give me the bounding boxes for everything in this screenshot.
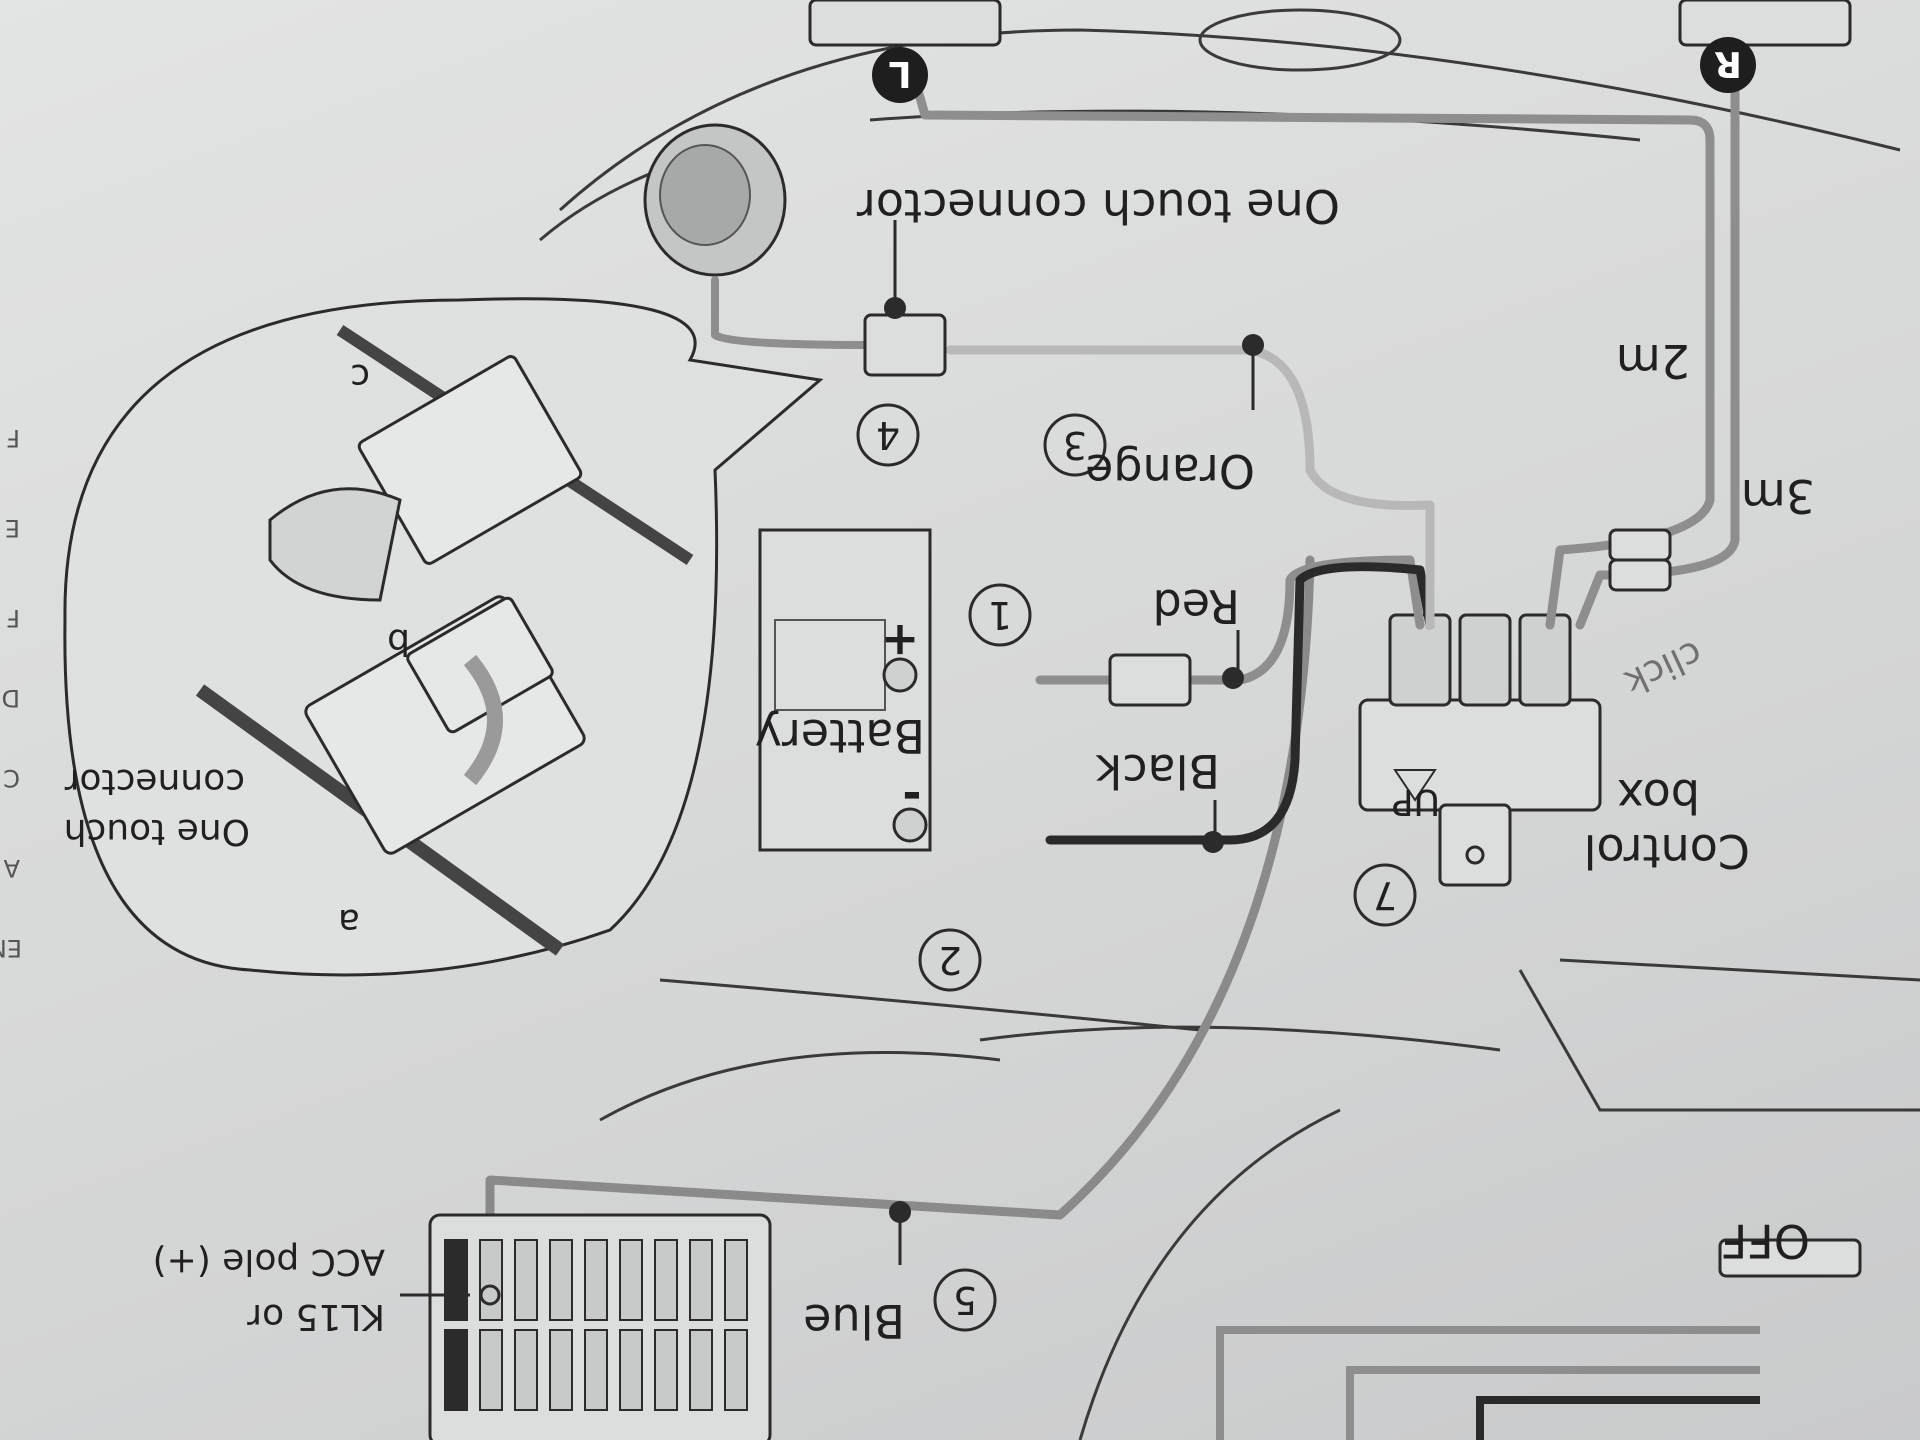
wiring-bottom-right bbox=[1216, 1326, 1760, 1440]
kl15-label-line1: KL15 or bbox=[247, 1296, 385, 1337]
orange-wire-label: Orange bbox=[1085, 444, 1255, 498]
inset-connector-label-line2: connector bbox=[64, 761, 245, 802]
step-5-circle bbox=[933, 1268, 997, 1332]
inset-label-c: c bbox=[350, 356, 370, 397]
step-markers bbox=[856, 403, 1417, 1332]
wire-horn-left bbox=[711, 276, 874, 349]
margin-letter-c: C bbox=[3, 764, 20, 792]
hood-oval bbox=[1198, 8, 1402, 72]
margin-letter-a: A bbox=[3, 854, 20, 882]
inline-fuse-holder bbox=[1108, 653, 1192, 707]
control-box-label-line2: box bbox=[1617, 769, 1700, 823]
wire-red bbox=[1035, 555, 1425, 685]
margin-letter-e: E bbox=[5, 514, 20, 542]
one-touch-connector-body bbox=[863, 313, 947, 377]
left-horn-bracket bbox=[808, 0, 1002, 47]
step-3-circle bbox=[1043, 413, 1107, 477]
up-arrow-icon bbox=[1393, 769, 1437, 802]
step-numbers: 1 2 3 4 5 7 bbox=[876, 413, 1397, 1322]
inset-label-a: a bbox=[338, 901, 360, 942]
right-marker bbox=[1700, 37, 1756, 93]
minus-sign: - bbox=[902, 771, 921, 825]
margin-letter-f2: F bbox=[6, 424, 20, 452]
step-3-number: 3 bbox=[1063, 423, 1087, 467]
right-horn-bracket bbox=[1678, 0, 1852, 47]
plug-l bbox=[1608, 528, 1672, 562]
margin-letter-d: D bbox=[2, 684, 20, 712]
left-marker bbox=[872, 47, 928, 103]
leader-lines bbox=[400, 220, 1255, 1297]
click-label: click bbox=[1618, 632, 1708, 703]
step-4-number: 4 bbox=[876, 413, 900, 457]
wire-orange bbox=[945, 345, 1435, 630]
margin-letter-en: EN bbox=[0, 934, 22, 962]
step-2-number: 2 bbox=[938, 938, 962, 982]
red-wire-label: Red bbox=[1153, 579, 1240, 633]
kl15-label-line2: ACC pole (+) bbox=[153, 1241, 385, 1282]
fuse-box bbox=[428, 1213, 772, 1440]
battery-label: Battery bbox=[755, 709, 925, 763]
one-touch-connector-label: One touch connector bbox=[857, 179, 1340, 233]
step-1-number: 1 bbox=[988, 593, 1012, 637]
blue-wire-label: Blue bbox=[803, 1294, 905, 1348]
control-box-label-line1: Control bbox=[1584, 824, 1750, 878]
off-switch-bracket bbox=[1718, 1238, 1862, 1278]
step-4-circle bbox=[856, 403, 920, 467]
length-3m-label: 3m bbox=[1741, 469, 1815, 523]
wire-black bbox=[1045, 562, 1435, 845]
plug-r bbox=[1608, 558, 1672, 592]
margin-letters: EN A C D F E F bbox=[0, 424, 22, 962]
inset-connector-closed bbox=[268, 324, 694, 602]
black-wire-label: Black bbox=[1095, 744, 1220, 798]
length-2m-label: 2m bbox=[1616, 334, 1690, 388]
step-5-number: 5 bbox=[953, 1278, 977, 1322]
control-box bbox=[1358, 613, 1602, 887]
battery-plus-terminal bbox=[882, 657, 918, 693]
left-marker-letter: L bbox=[889, 53, 912, 94]
battery-minus-terminal bbox=[892, 807, 928, 843]
inset-label-b: b bbox=[387, 621, 410, 662]
off-label: OFF bbox=[1721, 1214, 1810, 1268]
inset-connector-label-line1: One touch bbox=[64, 811, 250, 852]
rotate-arrow-icon bbox=[463, 654, 503, 786]
step-1-circle bbox=[968, 583, 1032, 647]
margin-letter-f1: F bbox=[6, 604, 20, 632]
step-7-circle bbox=[1353, 863, 1417, 927]
plus-sign: + bbox=[881, 614, 920, 668]
up-label: UP bbox=[1392, 781, 1440, 822]
step-2-circle bbox=[918, 928, 982, 992]
right-marker-letter: R bbox=[1714, 43, 1742, 84]
horn-icon bbox=[643, 123, 787, 277]
step-7-number: 7 bbox=[1373, 873, 1397, 917]
battery bbox=[758, 528, 932, 852]
